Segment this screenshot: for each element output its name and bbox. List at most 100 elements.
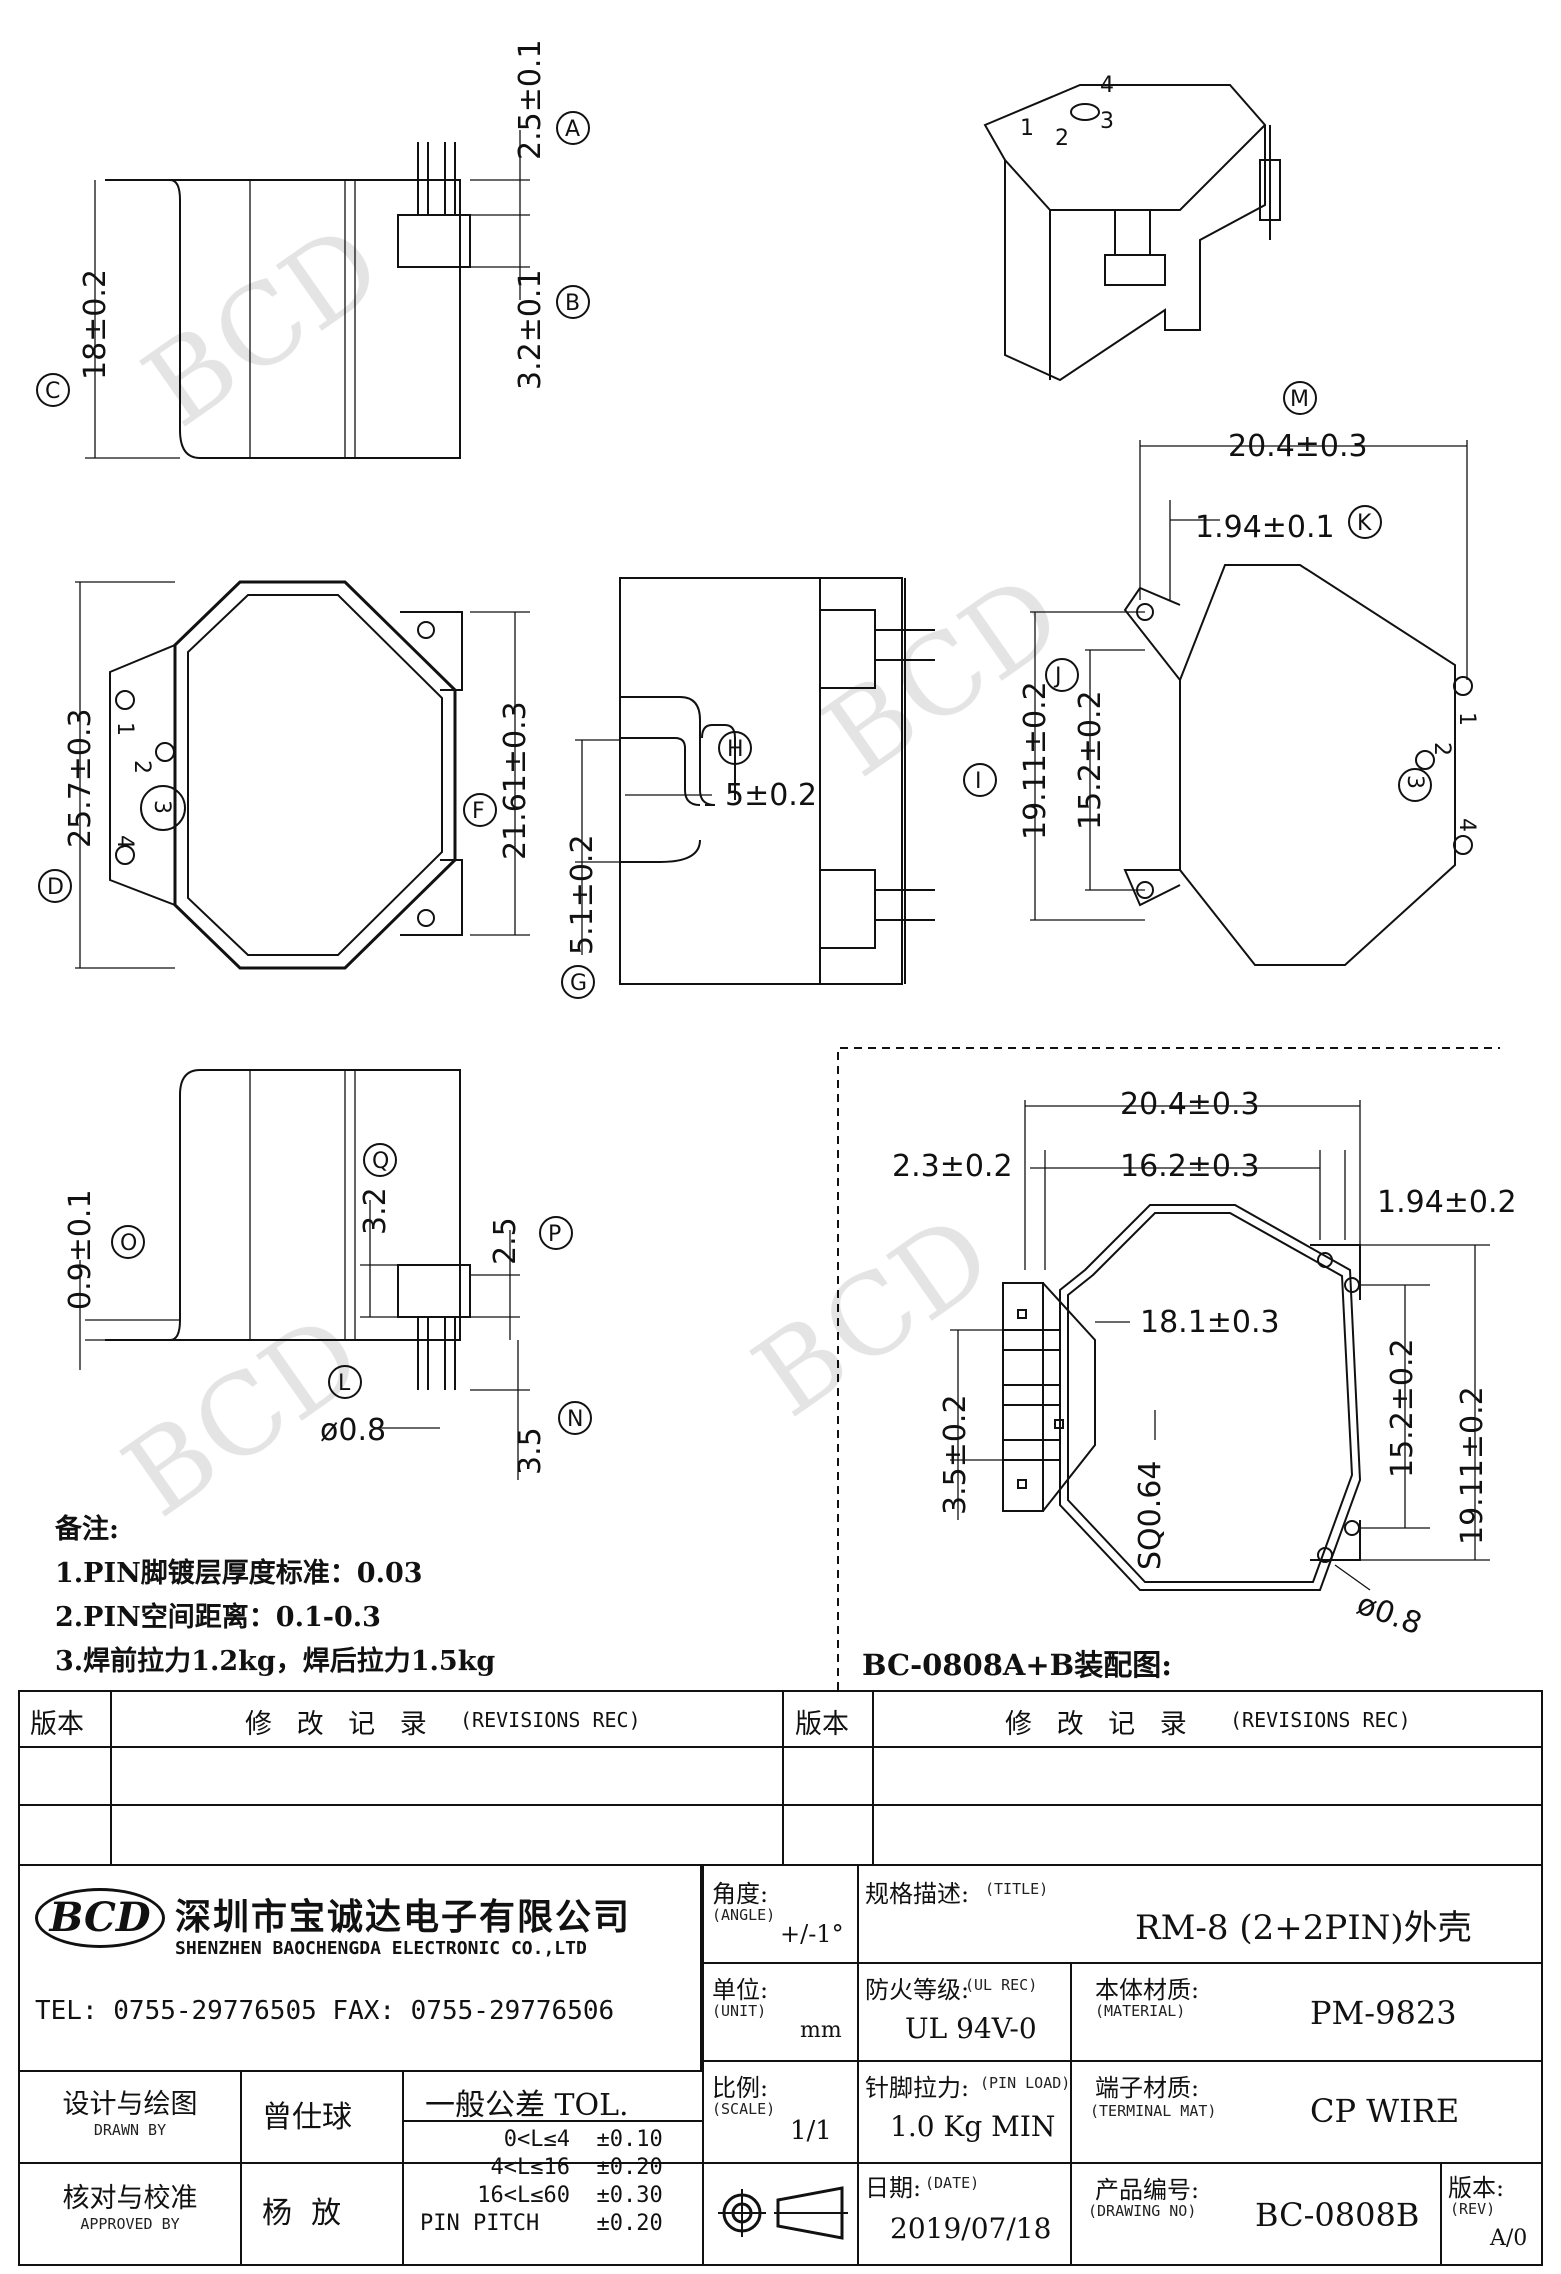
scale-label-en: (SCALE) (712, 2100, 776, 2118)
asm-dim-1-94: 1.94±0.2 (1377, 1185, 1517, 1220)
callout-j: J (1053, 664, 1062, 689)
revision-table: 版本 修 改 记 录 (REVISIONS REC) 版本 修 改 记 录 (R… (18, 1690, 1543, 1866)
drawing-no-label-en: (DRAWING NO) (1088, 2202, 1197, 2220)
tol-row: PIN PITCH ±0.20 (420, 2211, 663, 2236)
tol-row: 4<L≤16 ±0.20 (490, 2155, 663, 2180)
unit-label: 单位: (712, 1976, 769, 2004)
tolerance-title: 一般公差 TOL. (425, 2088, 629, 2123)
side-view-top (85, 130, 530, 459)
callout-n-circle (558, 1401, 592, 1435)
callout-l-circle (328, 1365, 362, 1399)
drawing-no-value: BC-0808B (1255, 2196, 1420, 2234)
callout-k: K (1357, 511, 1372, 536)
iso-pin-3: 3 (1100, 109, 1114, 134)
dim-o: 0.9±0.1 (63, 1189, 98, 1310)
callout-q: Q (372, 1149, 389, 1174)
assembly-title: BC-0808A+B装配图: (862, 1648, 1172, 1682)
asm-dim-phi: ø0.8 (1352, 1587, 1426, 1642)
bottom-pin-1: 1 (1454, 712, 1479, 726)
dim-a: 2.5±0.1 (513, 39, 548, 160)
rev-label-en: (REV) (1450, 2200, 1496, 2218)
dim-h: 5±0.2 (725, 778, 817, 813)
assembly-view (837, 1047, 1500, 1690)
approved-label-en: APPROVED BY (80, 2215, 180, 2233)
ul-label: 防火等级: (865, 1976, 970, 2004)
bottom-pin-3: 3 (1402, 775, 1427, 789)
material-label-en: (MATERIAL) (1095, 2002, 1186, 2020)
approved-name: 杨 放 (262, 2196, 342, 2231)
rev-ver-label-right: 版本 (795, 1709, 849, 1740)
callout-h-circle (718, 731, 752, 765)
asm-dim-19-11: 19.11±0.2 (1455, 1386, 1490, 1545)
iso-pin-2: 2 (1055, 126, 1069, 151)
dim-i: 19.11±0.2 (1018, 681, 1053, 840)
dim-n: 3.5 (513, 1427, 548, 1475)
isometric-view: 1 2 3 4 (983, 73, 1281, 382)
callout-g-circle (561, 965, 595, 999)
dim-q: 3.2 (358, 1187, 393, 1235)
callout-q-circle (363, 1143, 397, 1177)
callout-d: D (47, 875, 64, 900)
front-pin-4: 4 (112, 835, 137, 849)
dim-f: 21.61±0.3 (498, 701, 533, 860)
title-value: RM-8 (2+2PIN)外壳 (1135, 1908, 1472, 1948)
tolerance-table: 0<L≤4 ±0.10 4<L≤16 ±0.20 16<L≤60 ±0.30 P… (420, 2126, 663, 2238)
terminal-label: 端子材质: (1095, 2074, 1200, 2102)
terminal-value: CP WIRE (1310, 2092, 1460, 2130)
callout-g: G (570, 971, 587, 996)
dim-g: 5.1±0.2 (565, 834, 600, 955)
callout-k-circle (1348, 505, 1382, 539)
scale-value: 1/1 (790, 2116, 832, 2146)
iso-pin-1: 1 (1020, 116, 1034, 141)
scale-label: 比例: (712, 2074, 769, 2102)
title-block: BCD 深圳市宝诚达电子有限公司 SHENZHEN BAOCHENGDA ELE… (18, 1864, 1543, 2266)
company-name-cn: 深圳市宝诚达电子有限公司 (175, 1896, 632, 1938)
slot-view (575, 577, 935, 985)
dim-k: 1.94±0.1 (1195, 510, 1335, 545)
callout-c: C (45, 379, 60, 404)
company-contact: TEL: 0755-29776505 FAX: 0755-29776506 (35, 1996, 615, 2026)
callout-h: H (727, 737, 744, 762)
octagon-bottom-view: 1 2 3 4 (1030, 440, 1479, 966)
asm-dim-width: 20.4±0.3 (1120, 1087, 1260, 1122)
angle-label: 角度: (712, 1880, 769, 1908)
rev-rec-label-right: 修 改 记 录 (1005, 1709, 1195, 1740)
material-label: 本体材质: (1095, 1976, 1200, 2004)
dim-j: 15.2±0.2 (1073, 690, 1108, 830)
ul-value: UL 94V-0 (905, 2012, 1037, 2045)
angle-value: +/-1° (780, 1920, 844, 1948)
rev-value: A/0 (1490, 2226, 1528, 2251)
note-3: 3.焊前拉力1.2kg，焊后拉力1.5kg (55, 1646, 496, 1677)
pin-load-label: 针脚拉力: (865, 2074, 970, 2102)
callout-m: M (1290, 387, 1309, 412)
dim-d: 25.7±0.3 (63, 708, 98, 848)
octagon-front-view: 1 2 3 4 (75, 580, 530, 970)
unit-label-en: (UNIT) (712, 2002, 767, 2020)
callout-m-circle (1283, 381, 1317, 415)
front-pin-2: 2 (129, 760, 154, 774)
note-1: 1.PIN脚镀层厚度标准：0.03 (55, 1558, 423, 1589)
callout-l: L (338, 1371, 351, 1396)
notes: 备注: 1.PIN脚镀层厚度标准：0.03 2.PIN空间距离：0.1-0.3 … (55, 1508, 495, 1684)
rev-ver-label-left: 版本 (30, 1709, 84, 1740)
date-label: 日期: (865, 2174, 922, 2202)
approved-label: 核对与校准 (62, 2183, 198, 2214)
angle-label-en: (ANGLE) (712, 1906, 776, 1924)
title-label: 规格描述: (865, 1880, 970, 1908)
material-value: PM-9823 (1310, 1994, 1457, 2032)
callout-a: A (565, 117, 580, 142)
dim-c: 18±0.2 (78, 269, 113, 380)
asm-dim-18-1: 18.1±0.3 (1140, 1305, 1280, 1340)
rev-rec-label-en-right: (REVISIONS REC) (1230, 1708, 1411, 1732)
asm-dim-2-3: 2.3±0.2 (892, 1149, 1013, 1184)
callout-a-circle (556, 111, 590, 145)
callout-j-circle (1045, 658, 1079, 692)
dim-p: 2.5 (488, 1217, 523, 1265)
date-label-en: (DATE) (925, 2174, 980, 2192)
rev-rec-label-left: 修 改 记 录 (245, 1709, 435, 1740)
callout-p-circle (539, 1216, 573, 1250)
pin-load-value: 1.0 Kg MIN (890, 2110, 1056, 2143)
iso-pin-4: 4 (1100, 73, 1114, 98)
callout-i-circle (963, 763, 997, 797)
